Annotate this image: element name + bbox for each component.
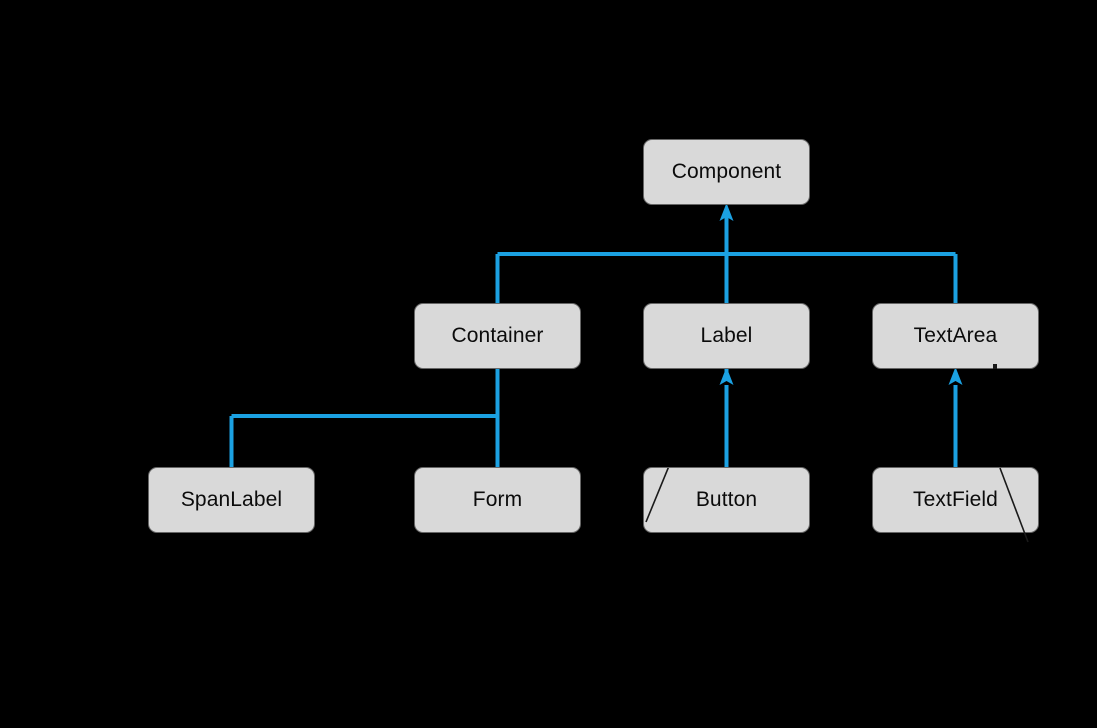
node-label-label: Label — [700, 324, 753, 347]
node-textarea[interactable]: TextArea — [872, 303, 1039, 369]
node-textfield-label: TextField — [913, 488, 998, 511]
button-slash-annotation — [645, 468, 670, 523]
arrowhead-component — [719, 203, 734, 221]
node-textfield[interactable]: TextField — [872, 467, 1039, 543]
node-label[interactable]: Label — [643, 303, 810, 369]
node-button[interactable]: Button — [643, 467, 810, 533]
textarea-dot-annotation — [993, 364, 997, 369]
node-component-label: Component — [671, 160, 782, 183]
node-textarea-label: TextArea — [913, 324, 998, 347]
node-spanlabel-label: SpanLabel — [180, 488, 283, 511]
node-container-label: Container — [451, 324, 544, 347]
node-button-label: Button — [695, 488, 758, 511]
node-form-label: Form — [472, 488, 523, 511]
node-component[interactable]: Component — [643, 139, 810, 205]
edge-group-textfield — [948, 367, 963, 467]
node-form[interactable]: Form — [414, 467, 581, 533]
arrowhead-label — [719, 367, 734, 385]
node-spanlabel[interactable]: SpanLabel — [148, 467, 315, 533]
node-container[interactable]: Container — [414, 303, 581, 369]
arrowhead-textarea — [948, 367, 963, 385]
edge-group-button — [719, 367, 734, 467]
textfield-slash-annotation — [999, 467, 1029, 543]
edge-group-container-children — [229, 369, 500, 467]
